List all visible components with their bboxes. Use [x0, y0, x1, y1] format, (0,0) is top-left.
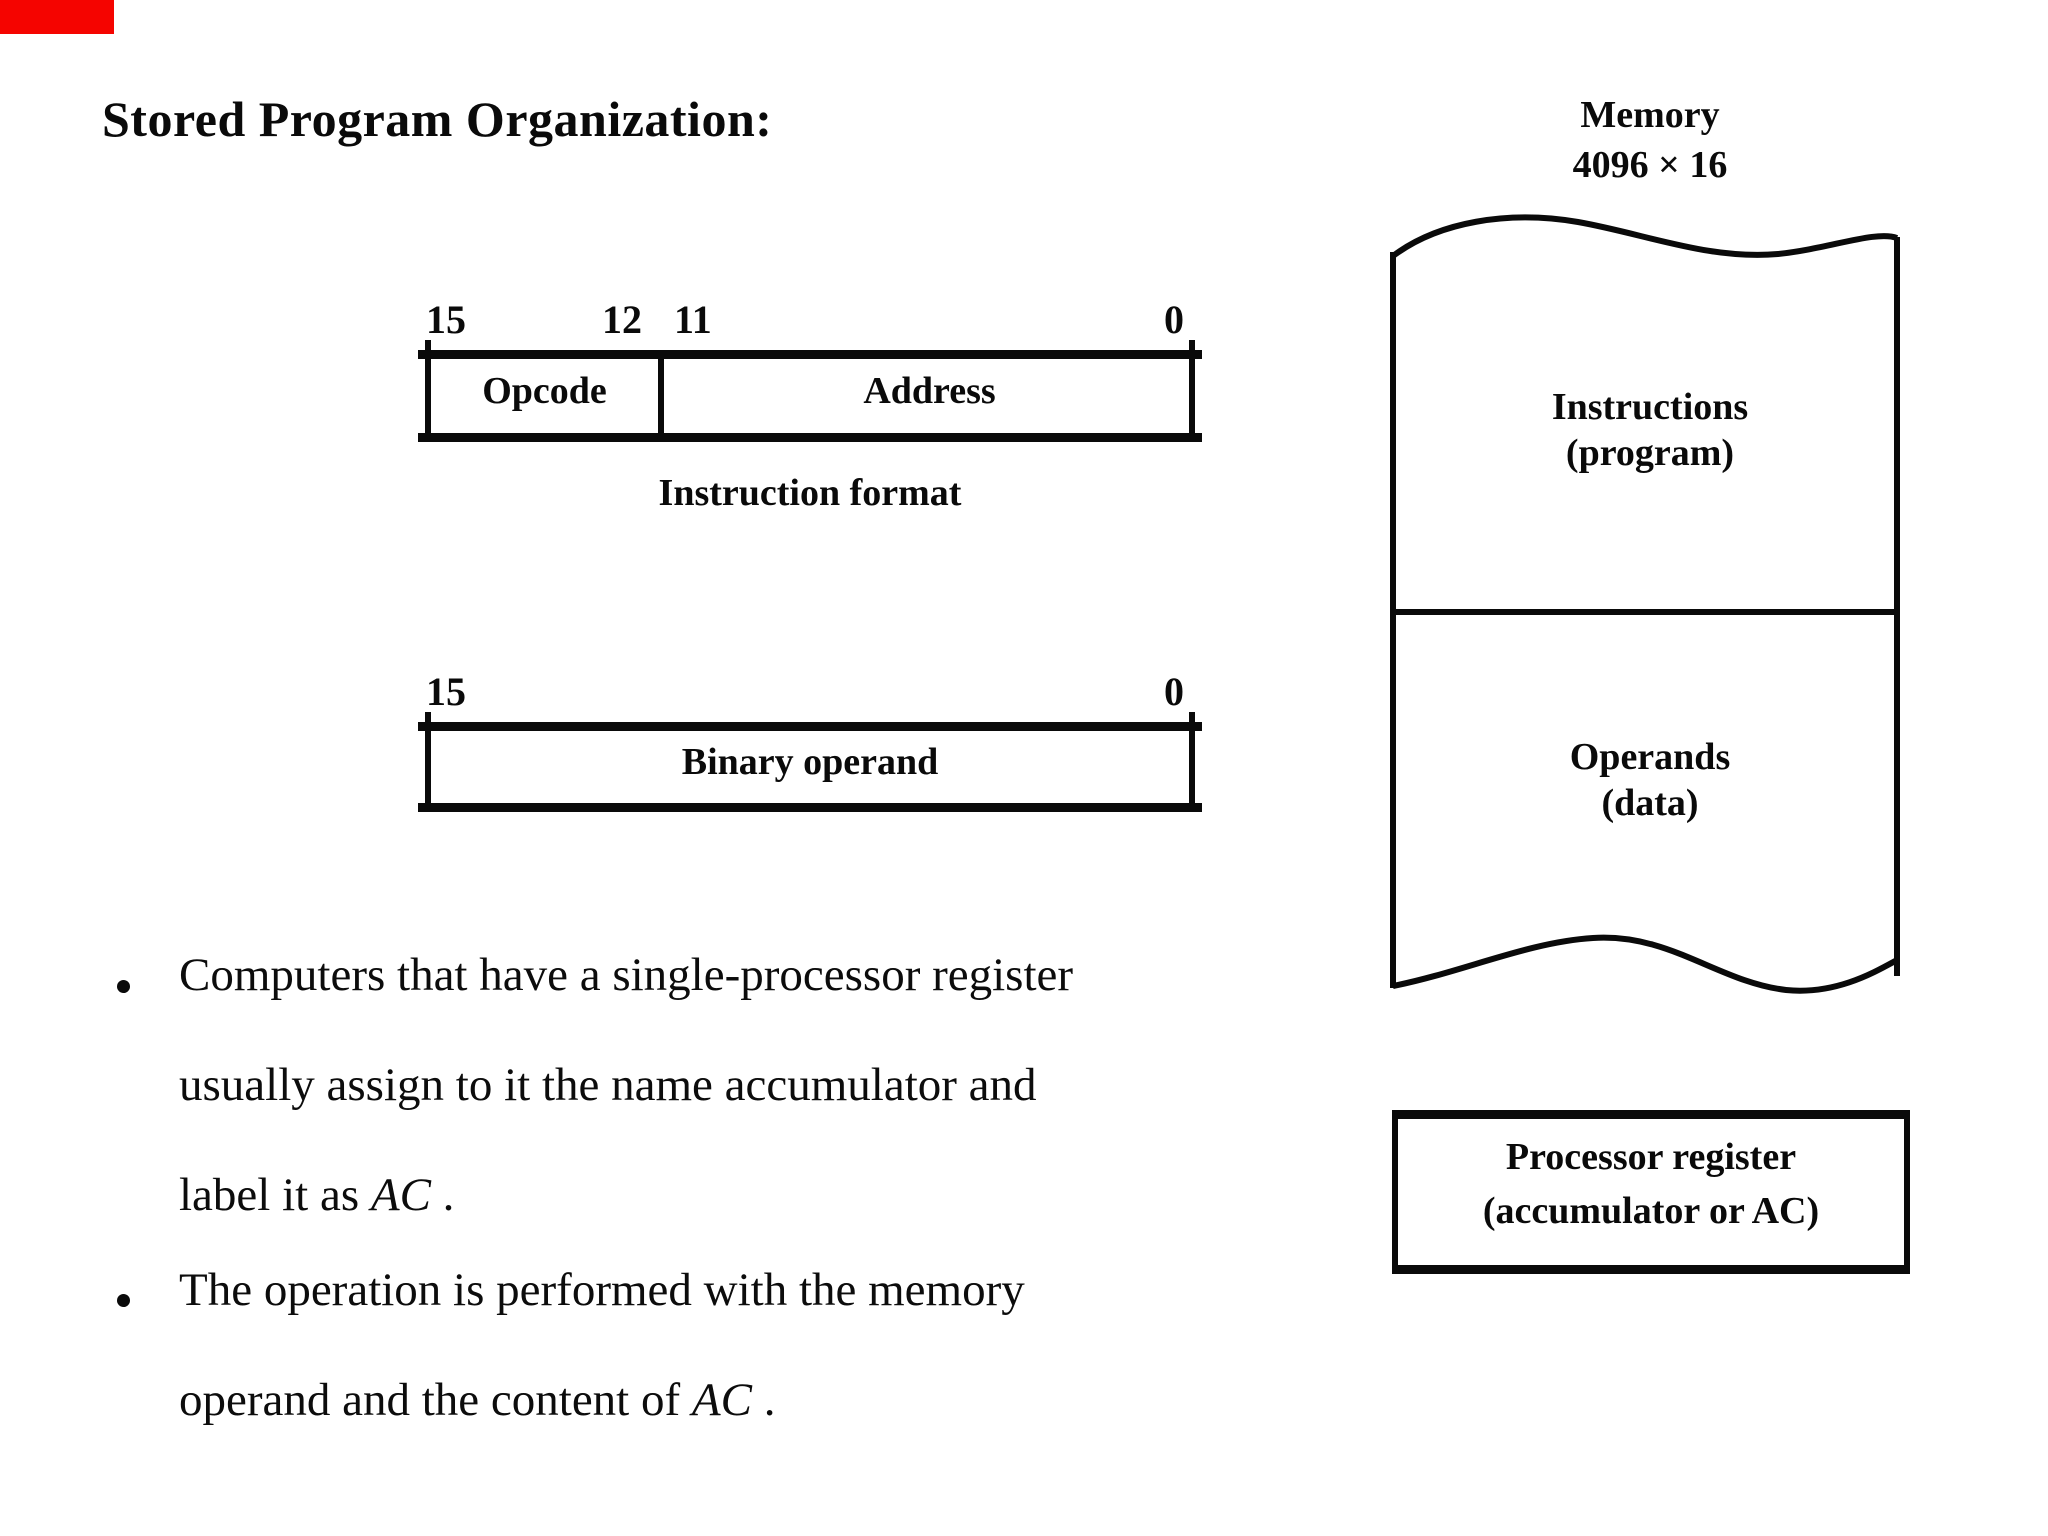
memory-title: Memory: [1580, 94, 1720, 136]
page-title: Stored Program Organization:: [102, 91, 773, 147]
box-right-edge: [1189, 357, 1195, 435]
bullet2-line1: The operation is performed with the memo…: [179, 1264, 1025, 1316]
bullet-icon: [117, 1294, 130, 1307]
box-right-edge: [1189, 729, 1195, 805]
operand-bit-label-0: 0: [1164, 669, 1184, 714]
bullet2-line2: operand and the content of AC .: [179, 1377, 775, 1424]
opcode-cell-label: Opcode: [482, 370, 607, 412]
memory-bottom-wave: [1392, 934, 1899, 994]
bullet-icon: [117, 980, 130, 993]
address-cell-label: Address: [863, 370, 996, 412]
bullet1-line3-tail: .: [430, 1169, 455, 1221]
ac-register-name: AC: [370, 1169, 431, 1221]
bullet1-line3-text: label it as: [179, 1169, 371, 1221]
binary-operand-label: Binary operand: [681, 741, 939, 783]
opcode-address-divider: [658, 358, 664, 434]
bit-label-11: 11: [674, 297, 712, 342]
processor-register-box: [1392, 1110, 1910, 1274]
bit0-tick: [1189, 340, 1195, 352]
box-top-rule: [418, 350, 1202, 359]
box-bottom-rule: [418, 433, 1202, 442]
box-left-edge: [425, 357, 431, 435]
bit-label-15: 15: [426, 297, 466, 342]
memory-box-outline: [1390, 214, 1900, 994]
bit15-tick: [425, 712, 431, 724]
binary-operand-box: Binary operand: [418, 712, 1202, 812]
bit0-tick: [1189, 712, 1195, 724]
memory-operands-label: Operands: [1569, 736, 1731, 778]
box-bottom-rule: [418, 803, 1202, 812]
box-top-rule: [418, 722, 1202, 731]
bit-label-0: 0: [1164, 297, 1184, 342]
ac-register-name: AC: [691, 1374, 752, 1426]
instruction-format-box: Opcode Address: [418, 340, 1202, 442]
bullet2-line2-text: operand and the content of: [179, 1374, 692, 1426]
memory-instructions-label: Instructions: [1551, 386, 1749, 428]
processor-register-label: Processor register: [1505, 1136, 1797, 1178]
bit15-tick: [425, 340, 431, 352]
bullet1-line1: Computers that have a single-processor r…: [179, 949, 1074, 1001]
memory-size: 4096 × 16: [1572, 144, 1728, 186]
memory-top-wave: [1391, 214, 1899, 259]
operand-bit-label-15: 15: [426, 669, 466, 714]
bit-label-12: 12: [602, 297, 642, 342]
memory-program-sublabel: (program): [1565, 432, 1735, 474]
accumulator-sublabel: (accumulator or AC): [1482, 1190, 1820, 1232]
instruction-format-caption: Instruction format: [658, 472, 962, 514]
recording-marker: [0, 0, 114, 34]
box-left-edge: [425, 729, 431, 805]
memory-data-sublabel: (data): [1601, 782, 1699, 824]
bullet1-line3: label it as AC .: [179, 1172, 454, 1219]
bullet1-line2: usually assign to it the name accumulato…: [179, 1059, 1037, 1111]
bullet2-line2-tail: .: [751, 1374, 776, 1426]
